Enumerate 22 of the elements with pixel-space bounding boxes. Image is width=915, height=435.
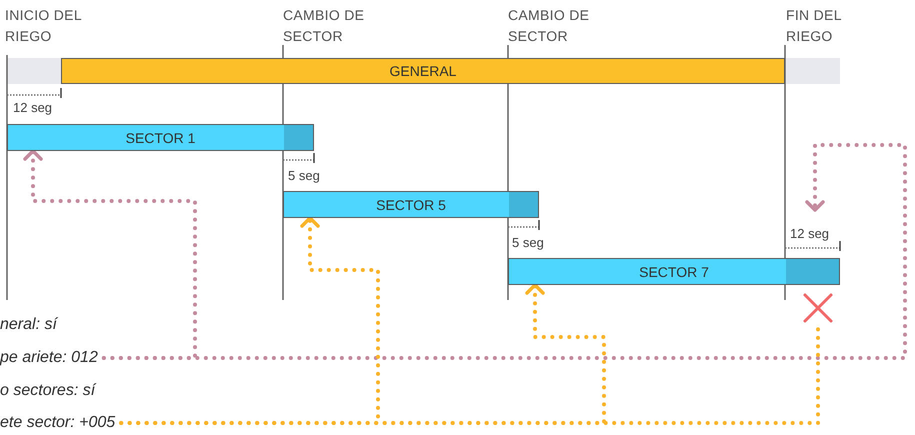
- section-heading: CAMBIO DE SECTOR: [283, 6, 366, 46]
- setting-text: neral: sí: [0, 316, 57, 334]
- duration-label: 12 seg: [790, 226, 830, 241]
- timeline-bar: [283, 191, 539, 218]
- bar-label: SECTOR 5: [376, 196, 446, 212]
- duration-label: 12 seg: [13, 100, 52, 115]
- bar-label: GENERAL: [390, 63, 456, 79]
- timeline-bar: [61, 58, 785, 84]
- timeline-bar: [508, 258, 840, 285]
- cross-mark: [802, 292, 834, 324]
- section-heading: CAMBIO DE SECTOR: [508, 6, 590, 46]
- duration-label: 5 seg: [512, 235, 544, 250]
- setting-text: ete sector: +005: [0, 414, 116, 432]
- dotted-arrow: [23, 149, 197, 360]
- section-heading: FIN DEL RIEGO: [786, 6, 842, 46]
- dotted-arrow: [102, 143, 907, 360]
- duration-label: 5 seg: [288, 168, 320, 183]
- setting-text: o sectores: sí: [0, 382, 96, 400]
- bar-label: SECTOR 1: [126, 130, 196, 146]
- bar-label: SECTOR 7: [639, 264, 709, 280]
- timeline-bar: [7, 124, 314, 151]
- section-heading: INICIO DEL RIEGO: [5, 6, 82, 46]
